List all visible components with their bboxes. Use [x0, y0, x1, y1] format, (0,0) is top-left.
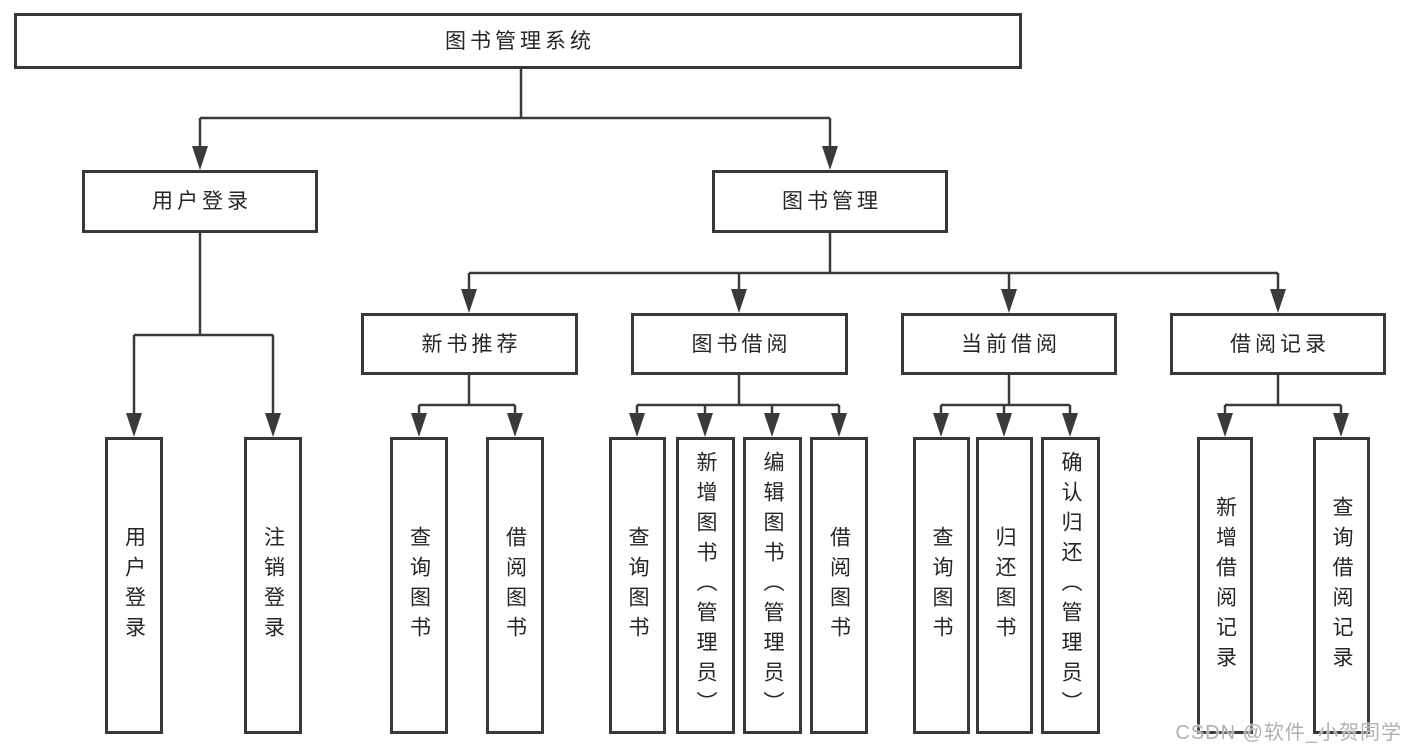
leaf-current-confirm-return-admin: 确认归还（管理员） [1041, 437, 1100, 734]
node-current-borrow: 当前借阅 [901, 313, 1117, 375]
csdn-watermark: CSDN @软件_小贺同学 [1175, 722, 1402, 744]
node-book-borrow: 图书借阅 [631, 313, 848, 375]
node-library-management-system: 图书管理系统 [14, 13, 1022, 69]
leaf-recommend-query-book: 查询图书 [390, 437, 448, 734]
leaf-borrow-edit-book-admin: 编辑图书（管理员） [743, 437, 802, 734]
leaf-record-query-borrow-record: 查询借阅记录 [1313, 437, 1370, 734]
node-book-management: 图书管理 [712, 170, 948, 233]
leaf-record-add-borrow-record: 新增借阅记录 [1197, 437, 1253, 734]
leaf-current-query-book: 查询图书 [913, 437, 970, 734]
leaf-borrow-add-book-admin: 新增图书（管理员） [676, 437, 735, 734]
leaf-borrow-borrow-book: 借阅图书 [810, 437, 868, 734]
node-borrow-record: 借阅记录 [1170, 313, 1386, 375]
node-user-login: 用户登录 [82, 170, 318, 233]
node-new-book-recommend: 新书推荐 [361, 313, 578, 375]
leaf-logout: 注销登录 [244, 437, 302, 734]
leaf-borrow-query-book: 查询图书 [609, 437, 666, 734]
leaf-user-login: 用户登录 [105, 437, 163, 734]
leaf-recommend-borrow-book: 借阅图书 [486, 437, 544, 734]
leaf-current-return-book: 归还图书 [976, 437, 1033, 734]
